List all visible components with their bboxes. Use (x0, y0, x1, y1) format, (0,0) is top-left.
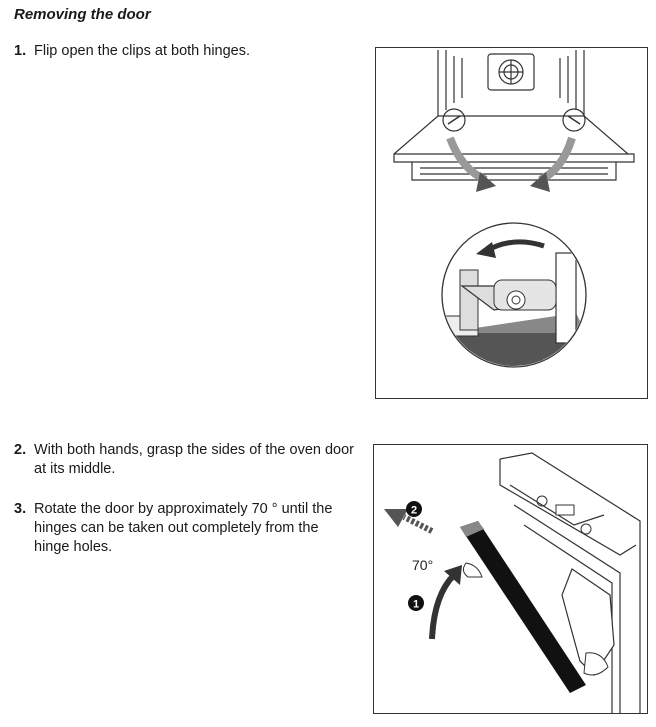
step-1: 1. Flip open the clips at both hinges. (14, 42, 354, 61)
rotate-door-illustration: 2 1 70° (384, 452, 641, 713)
figure-hinge-clips (375, 47, 648, 399)
step-text: Flip open the clips at both hinges. (34, 43, 251, 59)
step-number: 2. (14, 442, 27, 458)
step-2: 2. With both hands, grasp the sides of t… (14, 441, 354, 479)
callout-2-badge (406, 501, 422, 517)
figure-rotate-door: 2 1 70° (373, 444, 648, 714)
step-number: 3. (14, 501, 27, 517)
angle-label: 70° (412, 557, 433, 573)
callout-1-label: 1 (413, 599, 419, 611)
callout-1-badge (408, 595, 424, 611)
section-title: Removing the door (14, 6, 151, 23)
step-text: Rotate the door by approximately 70 ° un… (34, 501, 333, 555)
callout-2-label: 2 (411, 505, 417, 517)
hinge-clips-illustration (393, 50, 635, 368)
step-text: With both hands, grasp the sides of the … (34, 442, 355, 477)
step-3: 3. Rotate the door by approximately 70 °… (14, 500, 354, 557)
step-number: 1. (14, 43, 27, 59)
